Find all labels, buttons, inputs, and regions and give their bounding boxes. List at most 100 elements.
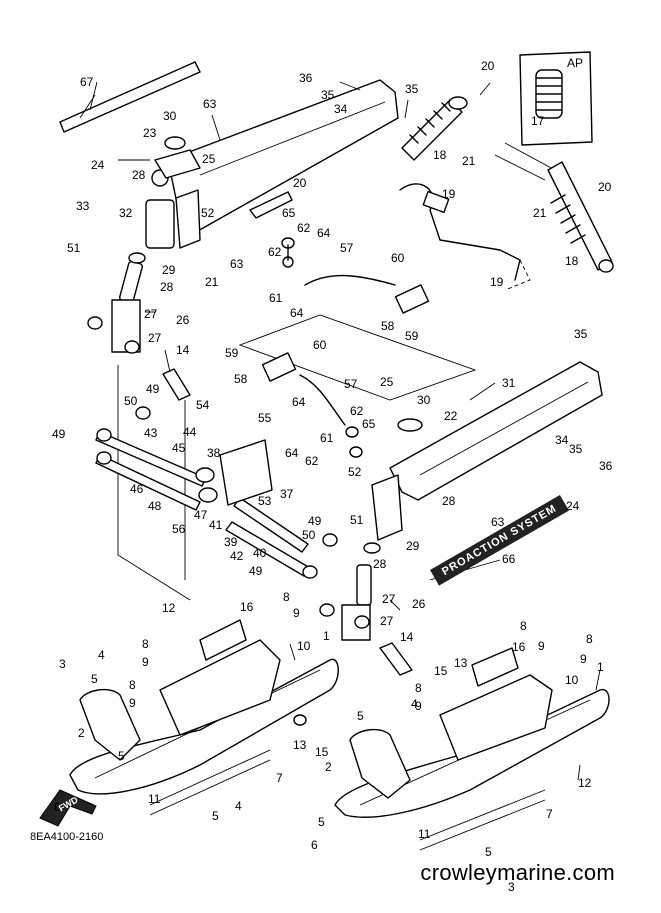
callout-9: 9 — [415, 699, 422, 713]
callout-5: 5 — [118, 749, 125, 763]
ap-inset — [519, 51, 593, 146]
callout-55: 55 — [258, 411, 272, 425]
callout-7: 7 — [276, 771, 283, 785]
callout-6: 6 — [54, 800, 61, 814]
pipe-14-lower — [379, 642, 413, 676]
callout-52: 52 — [348, 465, 362, 479]
callout-8: 8 — [142, 637, 149, 651]
callout-7: 7 — [546, 807, 553, 821]
callout-32: 32 — [119, 206, 133, 220]
callout-16: 16 — [512, 640, 526, 654]
callout-18: 18 — [433, 148, 447, 162]
callout-12: 12 — [578, 776, 592, 790]
callout-15: 15 — [434, 664, 448, 678]
callout-21: 21 — [462, 154, 476, 168]
callout-4: 4 — [98, 648, 105, 662]
inset-label-ap: AP — [567, 56, 584, 70]
callout-15: 15 — [315, 745, 329, 759]
callout-35: 35 — [569, 442, 583, 456]
left-ski-assembly — [69, 619, 339, 816]
callout-58: 58 — [234, 372, 248, 386]
reference-dashed-box — [117, 314, 477, 601]
callout-30: 30 — [163, 109, 177, 123]
callout-59: 59 — [225, 346, 239, 360]
callout-26: 26 — [412, 597, 426, 611]
callout-62: 62 — [268, 245, 282, 259]
callout-20: 20 — [598, 180, 612, 194]
callout-18: 18 — [565, 254, 579, 268]
callout-64: 64 — [317, 226, 331, 240]
callout-number-group: 1122334445555556677888888999999101011111… — [52, 59, 613, 894]
callout-50: 50 — [302, 528, 316, 542]
callout-46: 46 — [130, 482, 144, 496]
callout-30: 30 — [417, 393, 431, 407]
callout-49: 49 — [146, 382, 160, 396]
callout-35: 35 — [574, 327, 588, 341]
callout-9: 9 — [142, 655, 149, 669]
callout-67: 67 — [80, 75, 94, 89]
callout-10: 10 — [297, 639, 311, 653]
callout-28: 28 — [132, 168, 146, 182]
upper-long-arm — [167, 79, 399, 233]
callout-24: 24 — [91, 158, 105, 172]
callout-56: 56 — [172, 522, 186, 536]
callout-61: 61 — [269, 291, 283, 305]
callout-53: 53 — [258, 494, 272, 508]
callout-4: 4 — [411, 697, 418, 711]
callout-35: 35 — [405, 82, 419, 96]
callout-33: 33 — [76, 199, 90, 213]
callout-6: 6 — [311, 838, 318, 852]
callout-3: 3 — [59, 657, 66, 671]
callout-45: 45 — [172, 441, 186, 455]
pipe-14-upper — [162, 368, 191, 401]
callout-63: 63 — [230, 257, 244, 271]
callout-8: 8 — [129, 678, 136, 692]
callout-11: 11 — [418, 827, 431, 841]
callout-28: 28 — [442, 494, 456, 508]
callout-28: 28 — [160, 280, 174, 294]
upper-steering-column — [87, 252, 146, 354]
upper-shock-absorber — [401, 96, 468, 161]
callout-23: 23 — [143, 126, 157, 140]
callout-57: 57 — [340, 241, 354, 255]
callout-48: 48 — [148, 499, 162, 513]
callout-34: 34 — [555, 433, 569, 447]
lower-tie-rods — [95, 406, 338, 579]
callout-36: 36 — [599, 459, 613, 473]
callout-51: 51 — [350, 513, 364, 527]
callout-27: 27 — [148, 331, 162, 345]
callout-19: 19 — [442, 187, 456, 201]
callout-11: 11 — [148, 792, 161, 806]
callout-41: 41 — [209, 518, 223, 532]
right-shock-absorber — [494, 142, 614, 273]
right-ski-assembly — [334, 647, 610, 851]
callout-25: 25 — [380, 375, 394, 389]
diagram-code: 8EA4100-2160 — [30, 831, 104, 843]
callout-3: 3 — [508, 880, 515, 894]
callout-10: 10 — [565, 673, 579, 687]
callout-13: 13 — [454, 656, 468, 670]
callout-5: 5 — [485, 845, 492, 859]
callout-14: 14 — [400, 630, 414, 644]
callout-1: 1 — [323, 629, 330, 643]
callout-51: 51 — [67, 241, 81, 255]
callout-42: 42 — [230, 549, 244, 563]
callout-50: 50 — [124, 394, 138, 408]
lower-long-arm — [371, 361, 603, 541]
center-bracket-53 — [195, 439, 273, 506]
callout-27: 27 — [382, 592, 396, 606]
callout-5: 5 — [91, 672, 98, 686]
callout-63: 63 — [203, 97, 217, 111]
callout-17: 17 — [531, 114, 545, 128]
upper-spindle-bracket — [145, 136, 201, 249]
callout-65: 65 — [362, 417, 376, 431]
upper-link-19 — [399, 183, 531, 291]
callout-49: 49 — [52, 427, 66, 441]
callout-9: 9 — [129, 696, 136, 710]
callout-65: 65 — [282, 206, 296, 220]
callout-64: 64 — [285, 446, 299, 460]
callout-66: 66 — [502, 552, 516, 566]
callout-54: 54 — [196, 398, 210, 412]
callout-37: 37 — [280, 487, 294, 501]
callout-63: 63 — [491, 515, 505, 529]
